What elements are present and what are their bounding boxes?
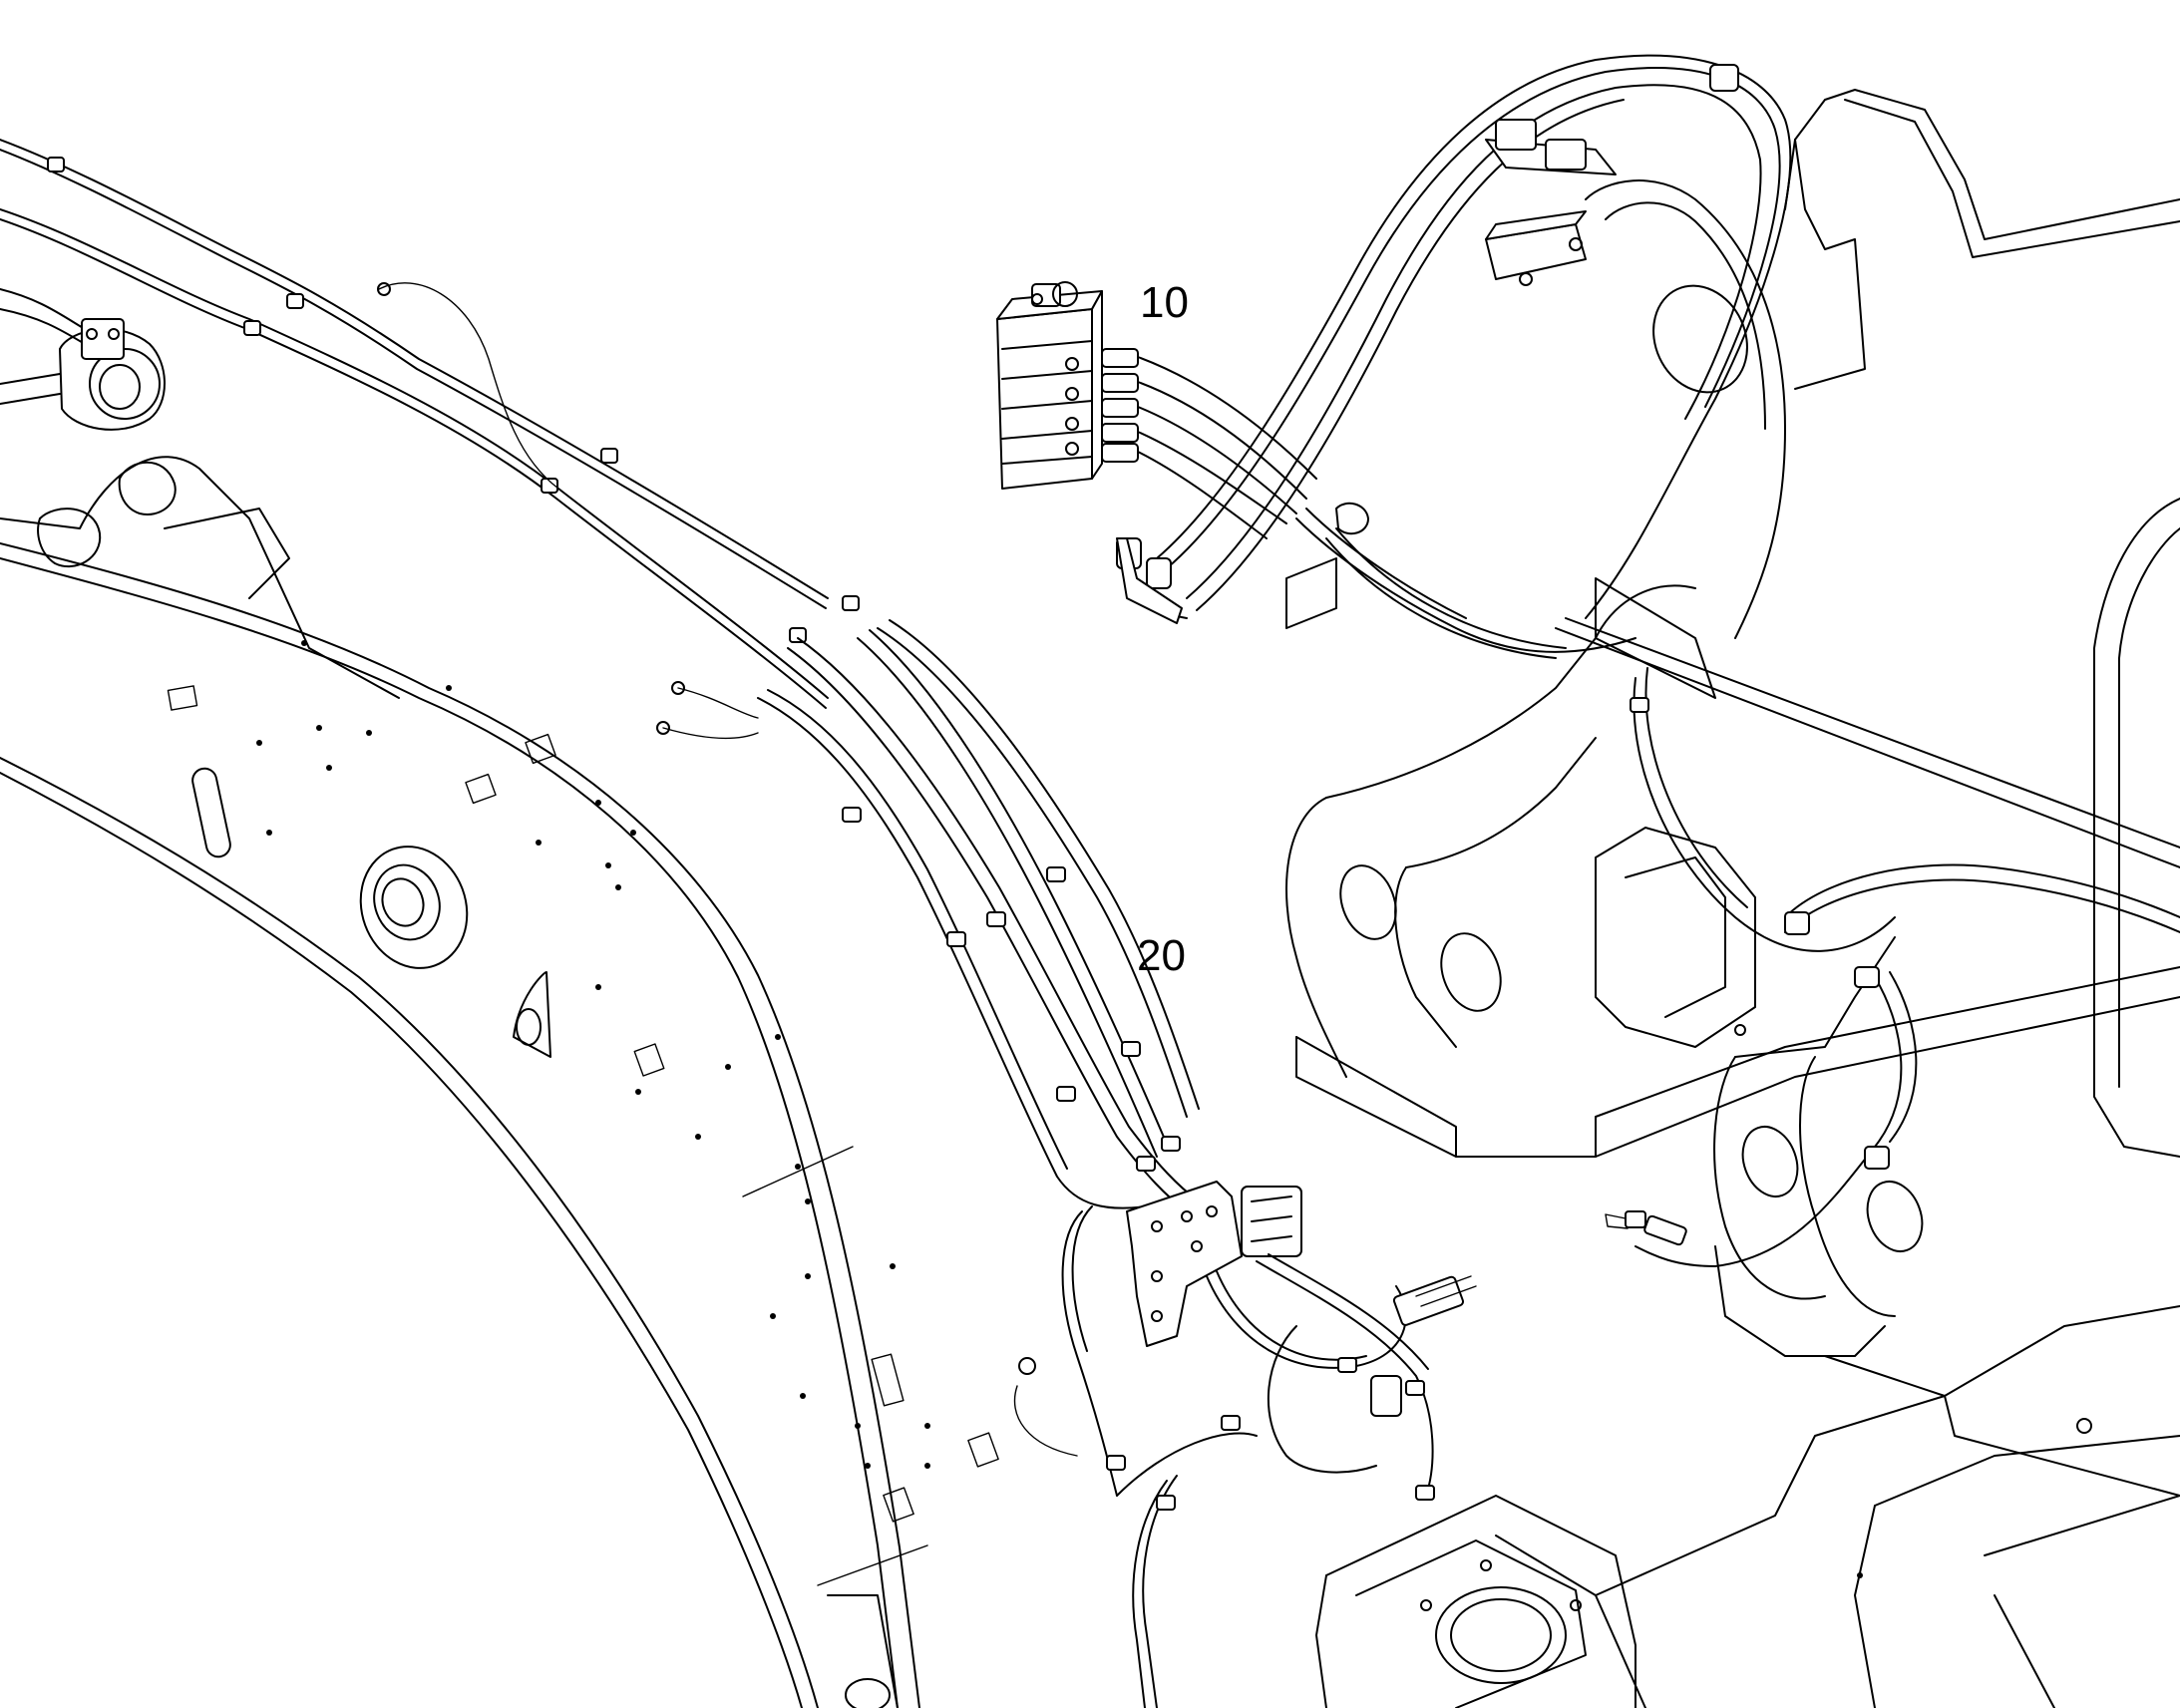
callout-10: 10: [1140, 278, 1189, 327]
boom-structure: [0, 456, 999, 1708]
frame-hose-bundle: [1116, 54, 2180, 1267]
upper-hose-lines: [0, 139, 860, 709]
boom-cylinder-valve: [0, 318, 166, 431]
machine-frame: [1285, 89, 2180, 1708]
callout-20: 20: [1137, 931, 1186, 980]
valve-block-assembly: [996, 281, 1317, 539]
hose-harness: [656, 619, 1477, 1708]
